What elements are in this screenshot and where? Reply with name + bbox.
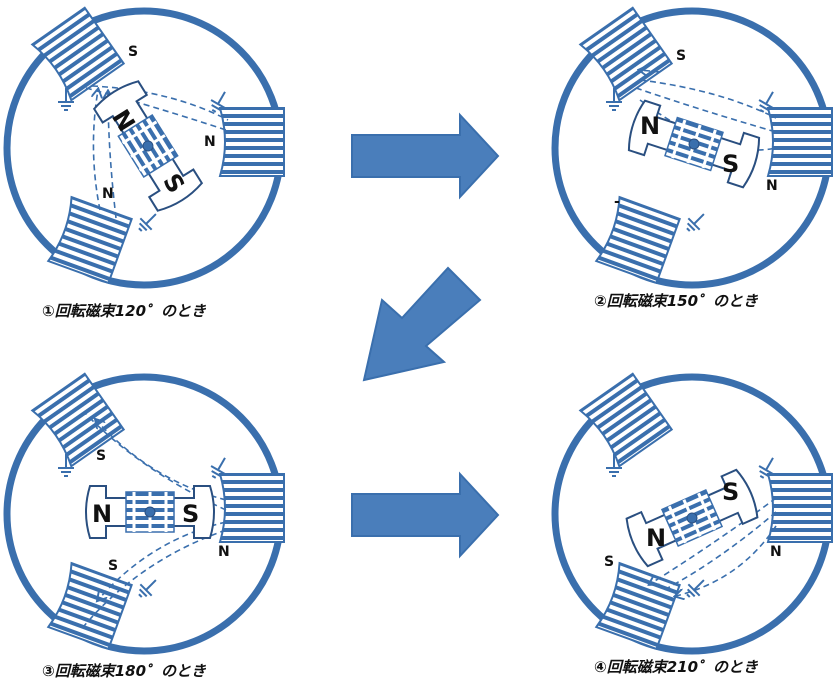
- pole-label: S: [604, 554, 614, 570]
- pole-label: N: [770, 544, 782, 560]
- flux-line: [676, 525, 777, 596]
- flux-line: [93, 90, 100, 211]
- arrow-down-left-icon: [362, 266, 482, 382]
- pole-label: S: [108, 558, 118, 574]
- flux-line: [91, 85, 229, 121]
- coil-right: [219, 473, 285, 543]
- caption-120: ①回転磁束120゜のとき: [42, 302, 207, 320]
- rotor-n-label: N: [92, 500, 112, 528]
- flux-line: [640, 70, 661, 72]
- rotor-s-label: S: [722, 478, 739, 506]
- flux-line: [98, 521, 227, 600]
- panel-150: N S S N -: [551, 6, 833, 289]
- arrow-right-icon: [351, 471, 500, 559]
- pole-label: S: [676, 48, 686, 64]
- rotor-n-label: N: [640, 112, 660, 140]
- arrow-right-icon: [351, 112, 500, 200]
- caption-180: ③回転磁束180゜のとき: [42, 662, 207, 680]
- rotor-n-label: N: [646, 524, 666, 552]
- flux-line: [639, 79, 777, 119]
- rotor-s-label: S: [182, 500, 199, 528]
- panel-120: N S S N N: [3, 6, 285, 289]
- flux-line: [650, 497, 777, 584]
- panel-180: N S S N S: [3, 372, 285, 655]
- panel-210: N S S N: [551, 372, 833, 655]
- pole-label: N: [766, 178, 778, 194]
- coil-right: [767, 107, 833, 177]
- pole-label: N: [218, 544, 230, 560]
- pole-label: S: [128, 44, 138, 60]
- caption-150: ②回転磁束150゜のとき: [594, 292, 759, 310]
- coil-right: [767, 473, 833, 543]
- pole-label: S: [96, 448, 106, 464]
- flux-line: [663, 511, 777, 591]
- pole-label: -: [614, 194, 620, 210]
- rotor-s-label: S: [722, 150, 739, 178]
- flux-line: [635, 87, 777, 133]
- pole-label: N: [102, 186, 114, 202]
- caption-210: ④回転磁束210゜のとき: [594, 658, 759, 676]
- coil-right: [219, 107, 285, 177]
- pole-label: N: [204, 134, 216, 150]
